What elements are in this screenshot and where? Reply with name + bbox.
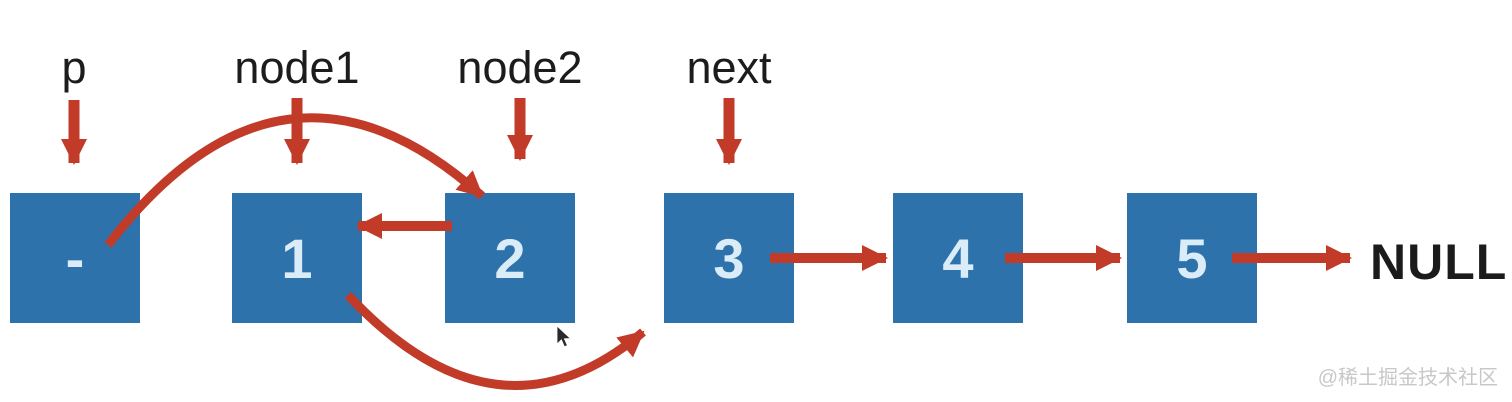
mouse-cursor-icon	[556, 325, 572, 348]
pointer-label-node2: node2	[457, 42, 583, 93]
node-value: 2	[494, 226, 526, 290]
watermark-text: @稀土掘金技术社区	[1317, 367, 1498, 389]
pointer-label-p: p	[61, 42, 87, 93]
node-value: -	[65, 226, 85, 290]
node-value: 1	[281, 226, 313, 290]
list-node-5: 5	[1127, 193, 1257, 323]
node-value: 3	[713, 226, 745, 290]
pointer-label-next: next	[686, 42, 772, 93]
node-value: 5	[1176, 226, 1208, 290]
list-node-1: 1	[232, 193, 362, 323]
list-node-minus: -	[10, 193, 140, 323]
list-node-4: 4	[893, 193, 1023, 323]
list-node-2: 2	[445, 193, 575, 323]
null-terminator-label: NULL	[1370, 234, 1508, 290]
pointer-label-node1: node1	[234, 42, 360, 93]
list-node-3: 3	[664, 193, 794, 323]
node-value: 4	[942, 226, 974, 290]
